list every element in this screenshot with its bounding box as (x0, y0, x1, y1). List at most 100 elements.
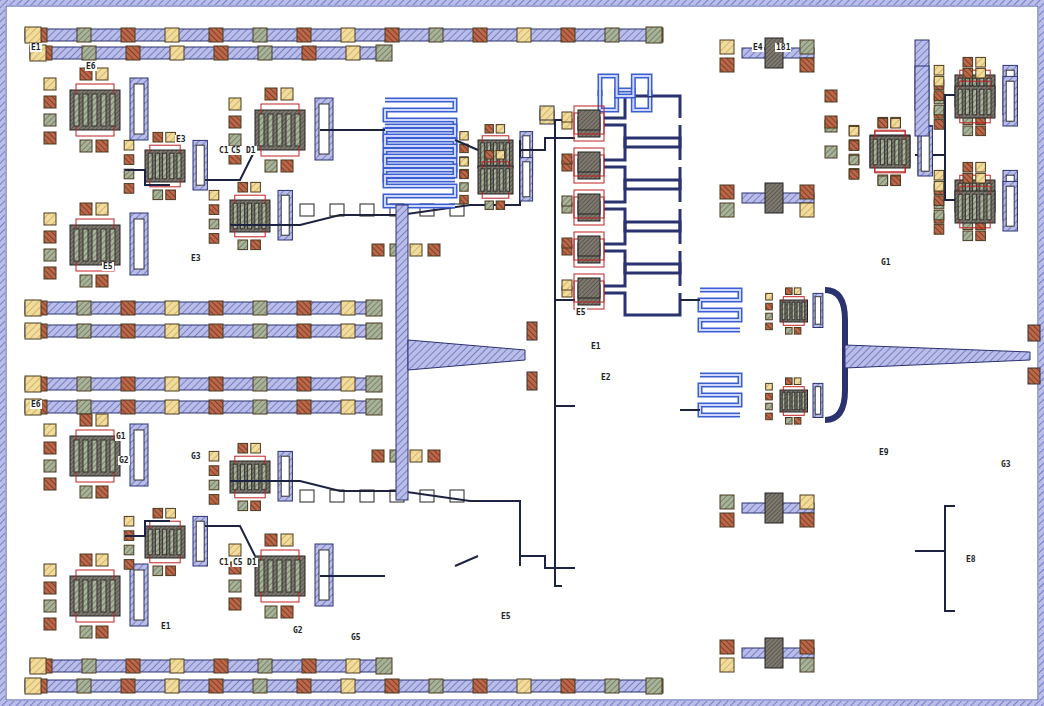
gate-finger (965, 89, 969, 115)
transistor (955, 191, 995, 223)
bond-pad (891, 118, 901, 128)
bond-pad (44, 132, 56, 144)
bond-pad (786, 288, 793, 295)
cell-label: G3 (1000, 460, 1012, 469)
bond-pad (229, 98, 241, 110)
capacitor (193, 140, 207, 190)
bond-pad (30, 658, 46, 674)
transistor (578, 236, 600, 256)
transistor (70, 436, 120, 476)
transistor (145, 526, 185, 558)
bond-pad (77, 377, 91, 391)
resistor (765, 493, 783, 523)
gate-finger (101, 94, 106, 126)
bond-pad (561, 679, 575, 693)
bond-pad (460, 195, 468, 203)
gate-finger (792, 392, 795, 410)
cell-label: E3 (175, 135, 187, 144)
transistor (478, 140, 513, 168)
stub-line (604, 209, 680, 231)
bond-pad (460, 158, 468, 166)
capacitor (130, 213, 148, 275)
gate-finger (487, 169, 491, 191)
bond-pad (341, 377, 355, 391)
bond-pad (281, 606, 293, 618)
cell-label: G2 (118, 456, 130, 465)
gate-finger (980, 89, 984, 115)
bond-pad (341, 400, 355, 414)
gate-finger (286, 560, 291, 592)
bias-line (30, 660, 390, 672)
bond-pad (209, 679, 223, 693)
cell-label: E2 (600, 373, 612, 382)
bond-pad (766, 293, 773, 300)
bond-pad (372, 450, 384, 462)
bond-pad (238, 501, 248, 511)
gate-finger (74, 94, 79, 126)
meander-line (700, 290, 740, 330)
gate-finger (506, 169, 510, 191)
capacitor (130, 78, 148, 140)
bond-pad (485, 125, 493, 133)
bond-pad (253, 28, 267, 42)
chip-border (6, 6, 1038, 700)
gate-finger (973, 194, 977, 220)
stub-line (604, 167, 680, 189)
wire-trace (520, 556, 575, 568)
bond-pad (77, 400, 91, 414)
wire-trace (320, 129, 385, 131)
transistor-outline (76, 430, 114, 482)
bond-pad (265, 88, 277, 100)
gate-finger (259, 114, 264, 146)
bond-pad (165, 301, 179, 315)
bond-pad (25, 376, 41, 392)
gate-finger (262, 464, 266, 490)
bond-pad (934, 105, 944, 115)
bond-pad (934, 196, 944, 206)
bond-pad (849, 155, 859, 165)
capacitor (134, 84, 144, 134)
combiner-line (825, 290, 845, 420)
cell-label: E3 (190, 254, 202, 263)
bond-pad (800, 40, 814, 54)
bond-pad (209, 466, 219, 476)
bond-pad (766, 403, 773, 410)
gate-finger (493, 169, 497, 191)
gate-finger (233, 464, 237, 490)
bond-pad (209, 377, 223, 391)
bond-pad (800, 495, 814, 509)
bond-pad (366, 300, 382, 316)
bond-pad (124, 155, 134, 165)
wire-trace (230, 481, 520, 566)
cell-label: D1 (245, 146, 257, 155)
bond-pad (720, 40, 734, 54)
cell-label: G1 (115, 432, 127, 441)
bond-pad (124, 516, 134, 526)
transistor-outline (482, 162, 509, 198)
stub-line (604, 264, 680, 286)
bond-pad (44, 267, 56, 279)
cell-label: G2 (292, 626, 304, 635)
bond-pad (376, 658, 392, 674)
cell-label: E4 (752, 43, 764, 52)
bond-pad (605, 679, 619, 693)
bond-pad (165, 679, 179, 693)
gate-finger (295, 114, 300, 146)
transistor-outline (574, 190, 604, 218)
gate-finger (92, 440, 97, 472)
meander-line (385, 126, 455, 206)
resistor (330, 204, 344, 216)
bond-pad (786, 378, 793, 385)
bond-pad (976, 126, 986, 136)
bond-pad (96, 203, 108, 215)
bond-pad (44, 249, 56, 261)
gate-finger (170, 153, 174, 179)
capacitor (134, 219, 144, 269)
bond-pad (849, 169, 859, 179)
bond-pad (346, 46, 360, 60)
bond-pad (963, 173, 973, 183)
transistor-outline (574, 232, 604, 260)
bond-pad (934, 76, 944, 86)
wire-trace (455, 556, 478, 566)
